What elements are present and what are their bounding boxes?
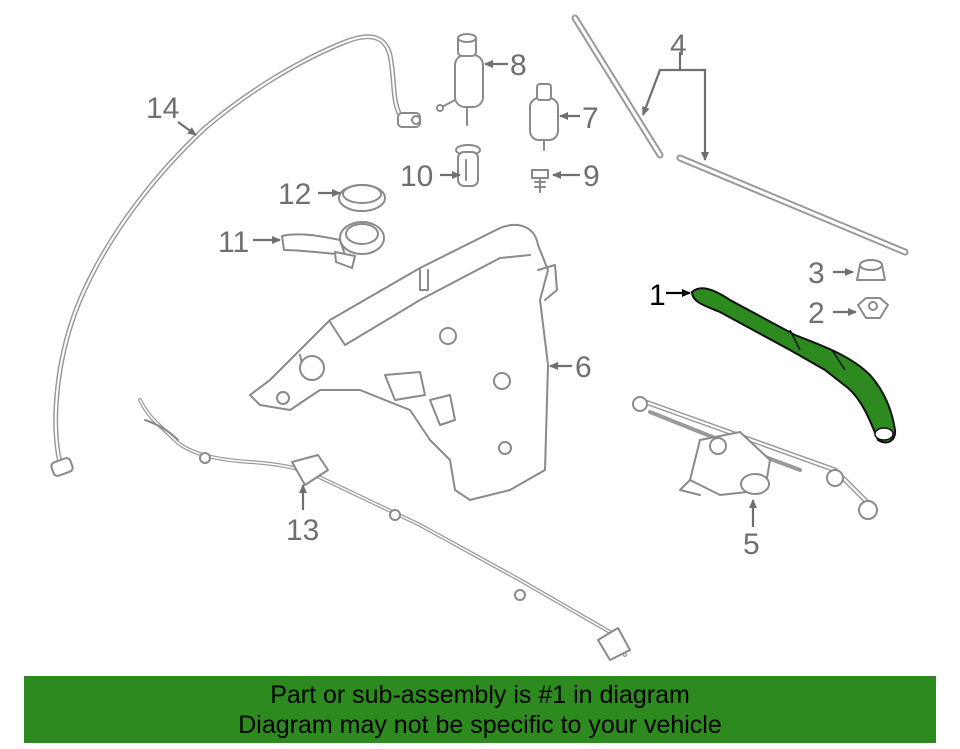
nut-part: [857, 297, 889, 319]
wiper-arm-body: [690, 287, 897, 444]
washer-hose-part: [50, 34, 421, 477]
callout-14: 14: [146, 92, 179, 125]
callout-10: 10: [400, 160, 433, 193]
level-sensor-part: [529, 83, 559, 151]
wiper-linkage-motor-part: [632, 396, 878, 520]
banner-line-1: Part or sub-assembly is #1 in diagram: [270, 681, 690, 709]
callout-3: 3: [808, 257, 825, 290]
washer-reservoir-part: [249, 223, 558, 501]
callout-2: 2: [808, 297, 825, 330]
banner-line-2: Diagram may not be specific to your vehi…: [238, 711, 722, 739]
callout-labels: 14 8 7 10 9 12 11 4 3 1 2 6 5 13: [146, 29, 825, 561]
leader-4a: [641, 68, 680, 116]
wiper-blades-part: [571, 14, 909, 256]
callout-1: 1: [649, 279, 666, 312]
washer-pump-part: [436, 33, 484, 126]
grommet-part: [455, 144, 481, 187]
leader-14: [177, 121, 197, 136]
callout-12: 12: [278, 178, 311, 211]
screw-part: [531, 169, 549, 193]
callout-11: 11: [218, 226, 249, 259]
callout-8: 8: [510, 49, 527, 82]
wiring-harness-part: [138, 398, 631, 661]
leader-4b: [680, 68, 709, 161]
filler-neck-part: [281, 221, 385, 269]
callout-13: 13: [286, 514, 319, 547]
callout-6: 6: [575, 351, 592, 384]
callout-9: 9: [583, 160, 600, 193]
info-banner: Part or sub-assembly is #1 in diagram Di…: [24, 676, 936, 743]
wiper-arm-part: [690, 287, 897, 444]
leader-lines: [177, 52, 857, 527]
callout-5: 5: [743, 528, 760, 561]
nut-cap-part: [856, 259, 886, 281]
filler-cap-part: [338, 184, 386, 212]
callout-4: 4: [670, 29, 687, 62]
callout-7: 7: [582, 102, 599, 135]
